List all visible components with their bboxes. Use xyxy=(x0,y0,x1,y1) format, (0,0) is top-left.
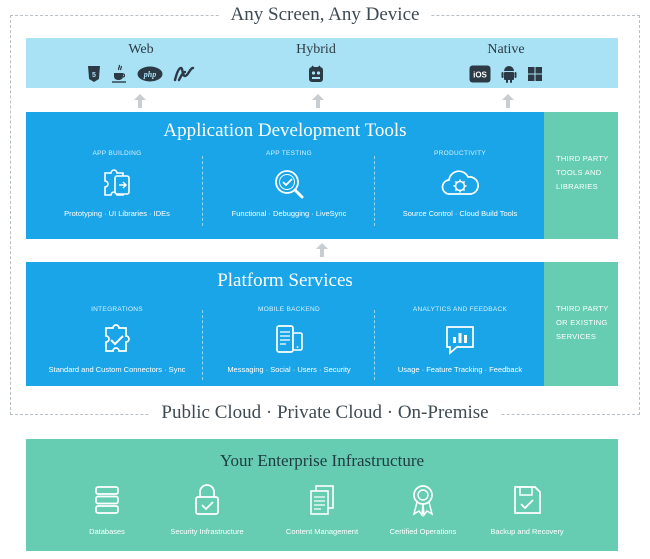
analytics-heading: ANALYTICS AND FEEDBACK xyxy=(412,306,508,313)
column-divider xyxy=(374,156,375,226)
database-icon xyxy=(95,486,119,514)
analytics-column: ANALYTICS AND FEEDBACK Usage · Feature T… xyxy=(376,306,544,386)
hybrid-app-icon xyxy=(308,64,324,84)
dotnet-icon xyxy=(173,64,195,84)
cloud-gear-icon xyxy=(441,170,479,195)
integrations-column: INTEGRATIONS Standard and Custom Connect… xyxy=(32,306,202,386)
lock-icon xyxy=(195,484,219,515)
ios-icon: iOS xyxy=(469,64,491,84)
infra-item-content: Content Management xyxy=(267,483,377,536)
productivity-heading: PRODUCTIVITY xyxy=(434,150,486,157)
infra-label: Backup and Recovery xyxy=(490,527,564,536)
app-testing-items: Functional · Debugging · LiveSync xyxy=(231,209,347,218)
documents-icon xyxy=(310,485,334,515)
puzzle-tablet-icon xyxy=(104,169,130,196)
productivity-column: PRODUCTIVITY Source Control · Cloud Buil… xyxy=(376,150,544,230)
analytics-items: Usage · Feature Tracking · Feedback xyxy=(397,365,523,374)
windows-icon xyxy=(527,64,543,84)
infra-item-databases: Databases xyxy=(52,483,162,536)
certificate-icon xyxy=(412,485,434,517)
third-party-tools-line: LIBRARIES xyxy=(556,182,598,191)
infra-label: Databases xyxy=(89,527,125,536)
app-dev-tools-band: Application Development Tools APP BUILDI… xyxy=(26,112,544,239)
platform-services-band: Platform Services INTEGRATIONS Standard … xyxy=(26,262,544,386)
web-label: Web xyxy=(128,42,154,57)
mobile-backend-items: Messaging · Social · Users · Security xyxy=(227,365,351,374)
third-party-tools-band: THIRD PARTY TOOLS AND LIBRARIES xyxy=(544,112,618,239)
column-divider xyxy=(202,310,203,380)
infra-item-security: Security Infrastructure xyxy=(152,483,262,536)
floppy-icon xyxy=(514,486,541,514)
hybrid-label: Hybrid xyxy=(296,42,336,57)
platform-services-title: Platform Services xyxy=(217,270,353,291)
infra-item-certified: Certified Operations xyxy=(368,483,478,536)
web-column: Web 5 php xyxy=(66,38,216,88)
third-party-tools-line: TOOLS AND xyxy=(556,168,602,177)
chart-bubble-icon xyxy=(446,326,474,355)
svg-text:php: php xyxy=(143,70,156,79)
enterprise-infrastructure-title: Your Enterprise Infrastructure xyxy=(219,451,425,470)
php-icon: php xyxy=(137,64,163,84)
svg-text:5: 5 xyxy=(92,72,96,79)
mobile-backend-heading: MOBILE BACKEND xyxy=(258,306,320,313)
third-party-services-line: THIRD PARTY xyxy=(556,304,609,313)
device-band: Web 5 php Hybrid Native iOS xyxy=(26,38,618,88)
magnifier-check-icon xyxy=(275,170,304,199)
hybrid-column: Hybrid xyxy=(266,38,366,88)
enterprise-infrastructure-band: Your Enterprise Infrastructure Databases… xyxy=(26,439,618,551)
android-icon xyxy=(501,64,517,84)
third-party-services-band: THIRD PARTY OR EXISTING SERVICES xyxy=(544,262,618,386)
integrations-heading: INTEGRATIONS xyxy=(91,306,143,313)
app-building-items: Prototyping · UI Libraries · IDEs xyxy=(64,209,170,218)
deployment-options-title: Public Cloud · Private Cloud · On-Premis… xyxy=(0,402,650,424)
app-building-column: APP BUILDING Prototyping · UI Libraries … xyxy=(32,150,202,230)
infra-item-backup: Backup and Recovery xyxy=(472,483,582,536)
app-building-heading: APP BUILDING xyxy=(92,150,142,157)
any-screen-title: Any Screen, Any Device xyxy=(0,4,650,26)
app-testing-column: APP TESTING Functional · Debugging · Liv… xyxy=(204,150,374,230)
third-party-services-line: SERVICES xyxy=(556,332,597,341)
productivity-items: Source Control · Cloud Build Tools xyxy=(402,209,518,218)
puzzle-check-icon xyxy=(105,324,130,352)
native-label: Native xyxy=(487,42,525,57)
column-divider xyxy=(374,310,375,380)
devices-icon xyxy=(276,325,303,353)
mobile-backend-column: MOBILE BACKEND Messaging · Social · User… xyxy=(204,306,374,386)
java-icon xyxy=(111,64,127,84)
app-testing-heading: APP TESTING xyxy=(265,150,313,157)
app-dev-tools-title: Application Development Tools xyxy=(163,120,407,141)
html5-icon: 5 xyxy=(87,64,101,84)
svg-text:iOS: iOS xyxy=(473,71,487,80)
column-divider xyxy=(202,156,203,226)
infra-label: Certified Operations xyxy=(389,527,457,536)
integrations-items: Standard and Custom Connectors · Sync xyxy=(48,365,186,374)
third-party-services-line: OR EXISTING xyxy=(556,318,608,327)
infra-label: Content Management xyxy=(285,527,359,536)
infra-label: Security Infrastructure xyxy=(170,527,244,536)
native-column: Native iOS xyxy=(426,38,586,88)
third-party-tools-line: THIRD PARTY xyxy=(556,154,609,163)
